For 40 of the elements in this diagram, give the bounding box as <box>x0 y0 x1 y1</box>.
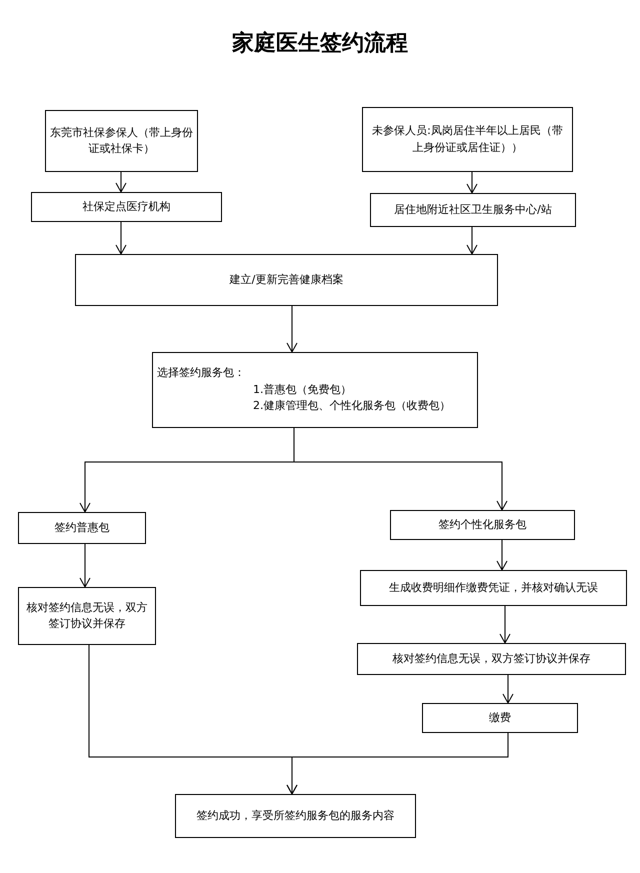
process-box <box>18 587 156 645</box>
node-text: 生成收费明细作缴费凭证，并核对确认无误 <box>389 580 598 596</box>
process-box <box>390 510 575 540</box>
arrow <box>496 540 508 570</box>
arrow <box>116 222 126 254</box>
title: 家庭医生签约流程 <box>231 30 409 58</box>
arrow <box>502 674 514 704</box>
process-box <box>422 703 578 733</box>
node-text: 核对签约信息无误，双方签订协议并保存 <box>26 600 148 632</box>
node-text: 2.健康管理包、个性化服务包（收费包） <box>252 398 450 414</box>
node-text: 选择签约服务包： <box>157 365 245 382</box>
node-text: 未参保人员:凤岗居住半年以上居民（带上身份证或居住证）） <box>371 123 564 156</box>
node-text: 缴费 <box>489 710 511 726</box>
node-text: 签约普惠包 <box>54 520 110 536</box>
arrow <box>466 226 478 254</box>
process-box <box>175 794 416 838</box>
node-text: 签约成功，享受所签约服务包的服务内容 <box>196 808 394 824</box>
arrow <box>80 544 90 588</box>
process-box <box>75 254 498 306</box>
arrow <box>286 306 298 352</box>
process-box <box>152 352 478 428</box>
process-box <box>18 512 146 544</box>
process-box <box>370 193 576 227</box>
node-text: 核对签约信息无误，双方签订协议并保存 <box>392 650 590 667</box>
node-text: 社保定点医疗机构 <box>82 198 170 215</box>
process-box <box>360 570 627 606</box>
process-box <box>31 192 222 222</box>
node-text: 建立/更新完善健康档案 <box>230 272 344 288</box>
process-box <box>357 643 626 675</box>
node-text: 1.普惠包（免费包） <box>252 382 352 398</box>
process-box <box>362 107 573 172</box>
arrow <box>116 172 126 192</box>
node-text: 东莞市社保参保人（带上身份证或社保卡） <box>50 124 193 157</box>
process-box <box>45 110 198 172</box>
arrow <box>500 606 510 644</box>
node-text: 居住地附近社区卫生服务中心/站 <box>394 202 552 218</box>
arrow <box>294 428 508 510</box>
node-text: 签约个性化服务包 <box>438 516 526 533</box>
arrow <box>286 732 508 794</box>
arrow <box>466 172 478 194</box>
